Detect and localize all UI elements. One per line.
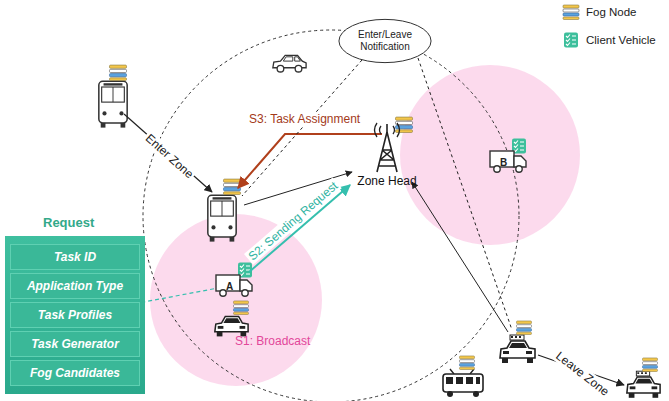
notification-line xyxy=(418,58,512,330)
zone-head: Zone Head xyxy=(350,118,424,188)
legend-entry: Fog Node xyxy=(562,4,637,20)
node-text: Zone Head xyxy=(357,174,416,188)
taxi-icon xyxy=(627,371,660,398)
client-vehicle: A xyxy=(214,272,254,298)
edge-label: S2: Sending Request xyxy=(244,177,342,264)
step-label: S3: Task Assignment xyxy=(247,112,362,126)
truck-icon xyxy=(488,148,528,174)
tram-icon xyxy=(443,369,483,397)
node-text: Task Profiles xyxy=(13,308,137,322)
report-arrow xyxy=(412,182,508,332)
enter-arrow xyxy=(124,114,212,192)
fog-node-icon xyxy=(110,65,127,80)
request-field: Task ID xyxy=(10,244,140,270)
node-text: Fog Candidates xyxy=(13,366,137,380)
notification-ellipse: Enter/Leave Notification xyxy=(338,18,432,64)
zone-boundary xyxy=(143,30,519,401)
fog-node-icon xyxy=(643,358,658,372)
legend-text: Fog Node xyxy=(586,6,637,18)
legend-icon xyxy=(562,4,580,20)
truck-icon xyxy=(214,272,254,298)
node-text: Task Generator xyxy=(13,337,137,351)
request-field: Application Type xyxy=(10,273,140,299)
request-field: Task Profiles xyxy=(10,302,140,328)
notification-line xyxy=(242,60,362,196)
fog-node-icon xyxy=(234,301,249,315)
legend-icon xyxy=(562,32,580,48)
request-panel: RequestTask IDApplication TypeTask Profi… xyxy=(5,236,145,394)
tower-icon xyxy=(365,118,409,174)
step-label: S1: Broadcast xyxy=(233,334,312,348)
node-text: Application Type xyxy=(13,279,137,293)
car-icon xyxy=(273,55,306,72)
node-text: Enter/Leave Notification xyxy=(352,29,418,53)
bus-icon xyxy=(208,195,236,241)
fog-node-icon xyxy=(517,321,532,335)
node-text: B xyxy=(500,157,507,168)
bus-icon xyxy=(99,81,127,127)
flow-label: Leave Zone xyxy=(552,347,614,400)
broadcast-region xyxy=(150,214,322,386)
request-leader xyxy=(145,289,214,302)
broadcast-region xyxy=(400,65,580,245)
panel-heading: Request xyxy=(43,215,94,230)
request-arrow xyxy=(249,185,350,272)
car-icon xyxy=(215,316,248,336)
taxi-icon xyxy=(500,335,535,363)
request-field: Task Generator xyxy=(10,331,140,357)
flow-label: Enter Zone xyxy=(141,130,197,183)
request-field: Fog Candidates xyxy=(10,360,140,386)
legend-entry: Client Vehicle xyxy=(562,32,656,48)
fog-node-icon xyxy=(460,356,475,370)
client-vehicle: B xyxy=(488,148,528,174)
node-text: Task ID xyxy=(13,250,137,264)
node-text: A xyxy=(226,281,233,292)
legend-text: Client Vehicle xyxy=(586,34,656,46)
